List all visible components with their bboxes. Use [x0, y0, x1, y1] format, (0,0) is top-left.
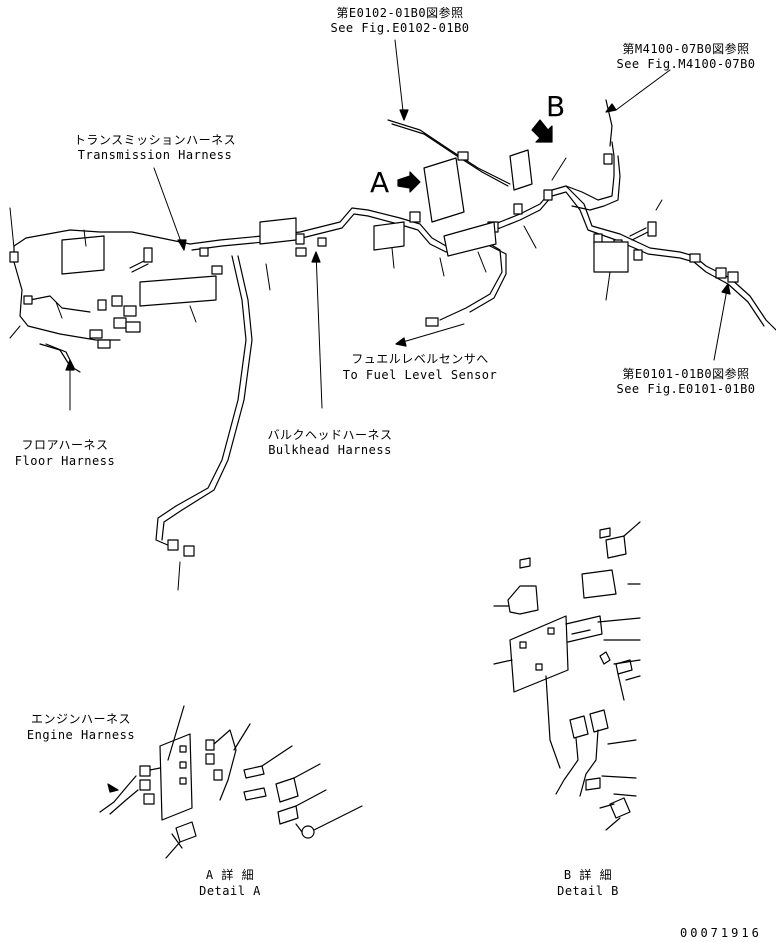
ref-top-jp: 第E0102-01B0図参照: [336, 6, 464, 20]
transmission-harness-jp: トランスミッションハーネス: [73, 133, 237, 147]
floor-harness-en: Floor Harness: [14, 454, 116, 468]
ref-top-en: See Fig.E0102-01B0: [330, 21, 470, 35]
connectors: [9, 151, 739, 557]
detail-b-drawing: [493, 521, 641, 831]
detail-a-jp: A 詳 細: [205, 868, 255, 882]
main-harness: [13, 99, 776, 547]
bolts: [129, 221, 657, 273]
drawing-number: 00071916: [680, 926, 762, 940]
tag-plates: [61, 149, 629, 307]
detail-b-en: Detail B: [557, 884, 619, 898]
callout-a: A: [370, 166, 390, 199]
ref-right-top-jp: 第M4100-07B0図参照: [622, 42, 750, 56]
leader-lines: [9, 39, 729, 591]
detail-a-drawing: [99, 705, 363, 859]
transmission-harness-en: Transmission Harness: [77, 148, 233, 162]
engine-harness-en: Engine Harness: [26, 728, 136, 742]
engine-harness-jp: エンジンハーネス: [30, 712, 131, 726]
callout-arrows: [65, 103, 731, 793]
detail-b-jp: B 詳 細: [563, 868, 613, 882]
fuel-level-jp: フュエルレベルセンサへ: [351, 352, 489, 366]
ref-right-mid-en: See Fig.E0101-01B0: [616, 382, 756, 396]
floor-harness-jp: フロアハーネス: [21, 438, 109, 452]
callout-b: B: [546, 90, 566, 123]
ref-right-mid-jp: 第E0101-01B0図参照: [622, 367, 750, 381]
bulkhead-harness-jp: バルクヘッドハーネス: [267, 428, 393, 442]
bulkhead-harness-en: Bulkhead Harness: [268, 443, 392, 457]
detail-a-en: Detail A: [199, 884, 261, 898]
fuel-level-en: To Fuel Level Sensor: [342, 368, 498, 382]
ref-right-top-en: See Fig.M4100-07B0: [616, 57, 756, 71]
